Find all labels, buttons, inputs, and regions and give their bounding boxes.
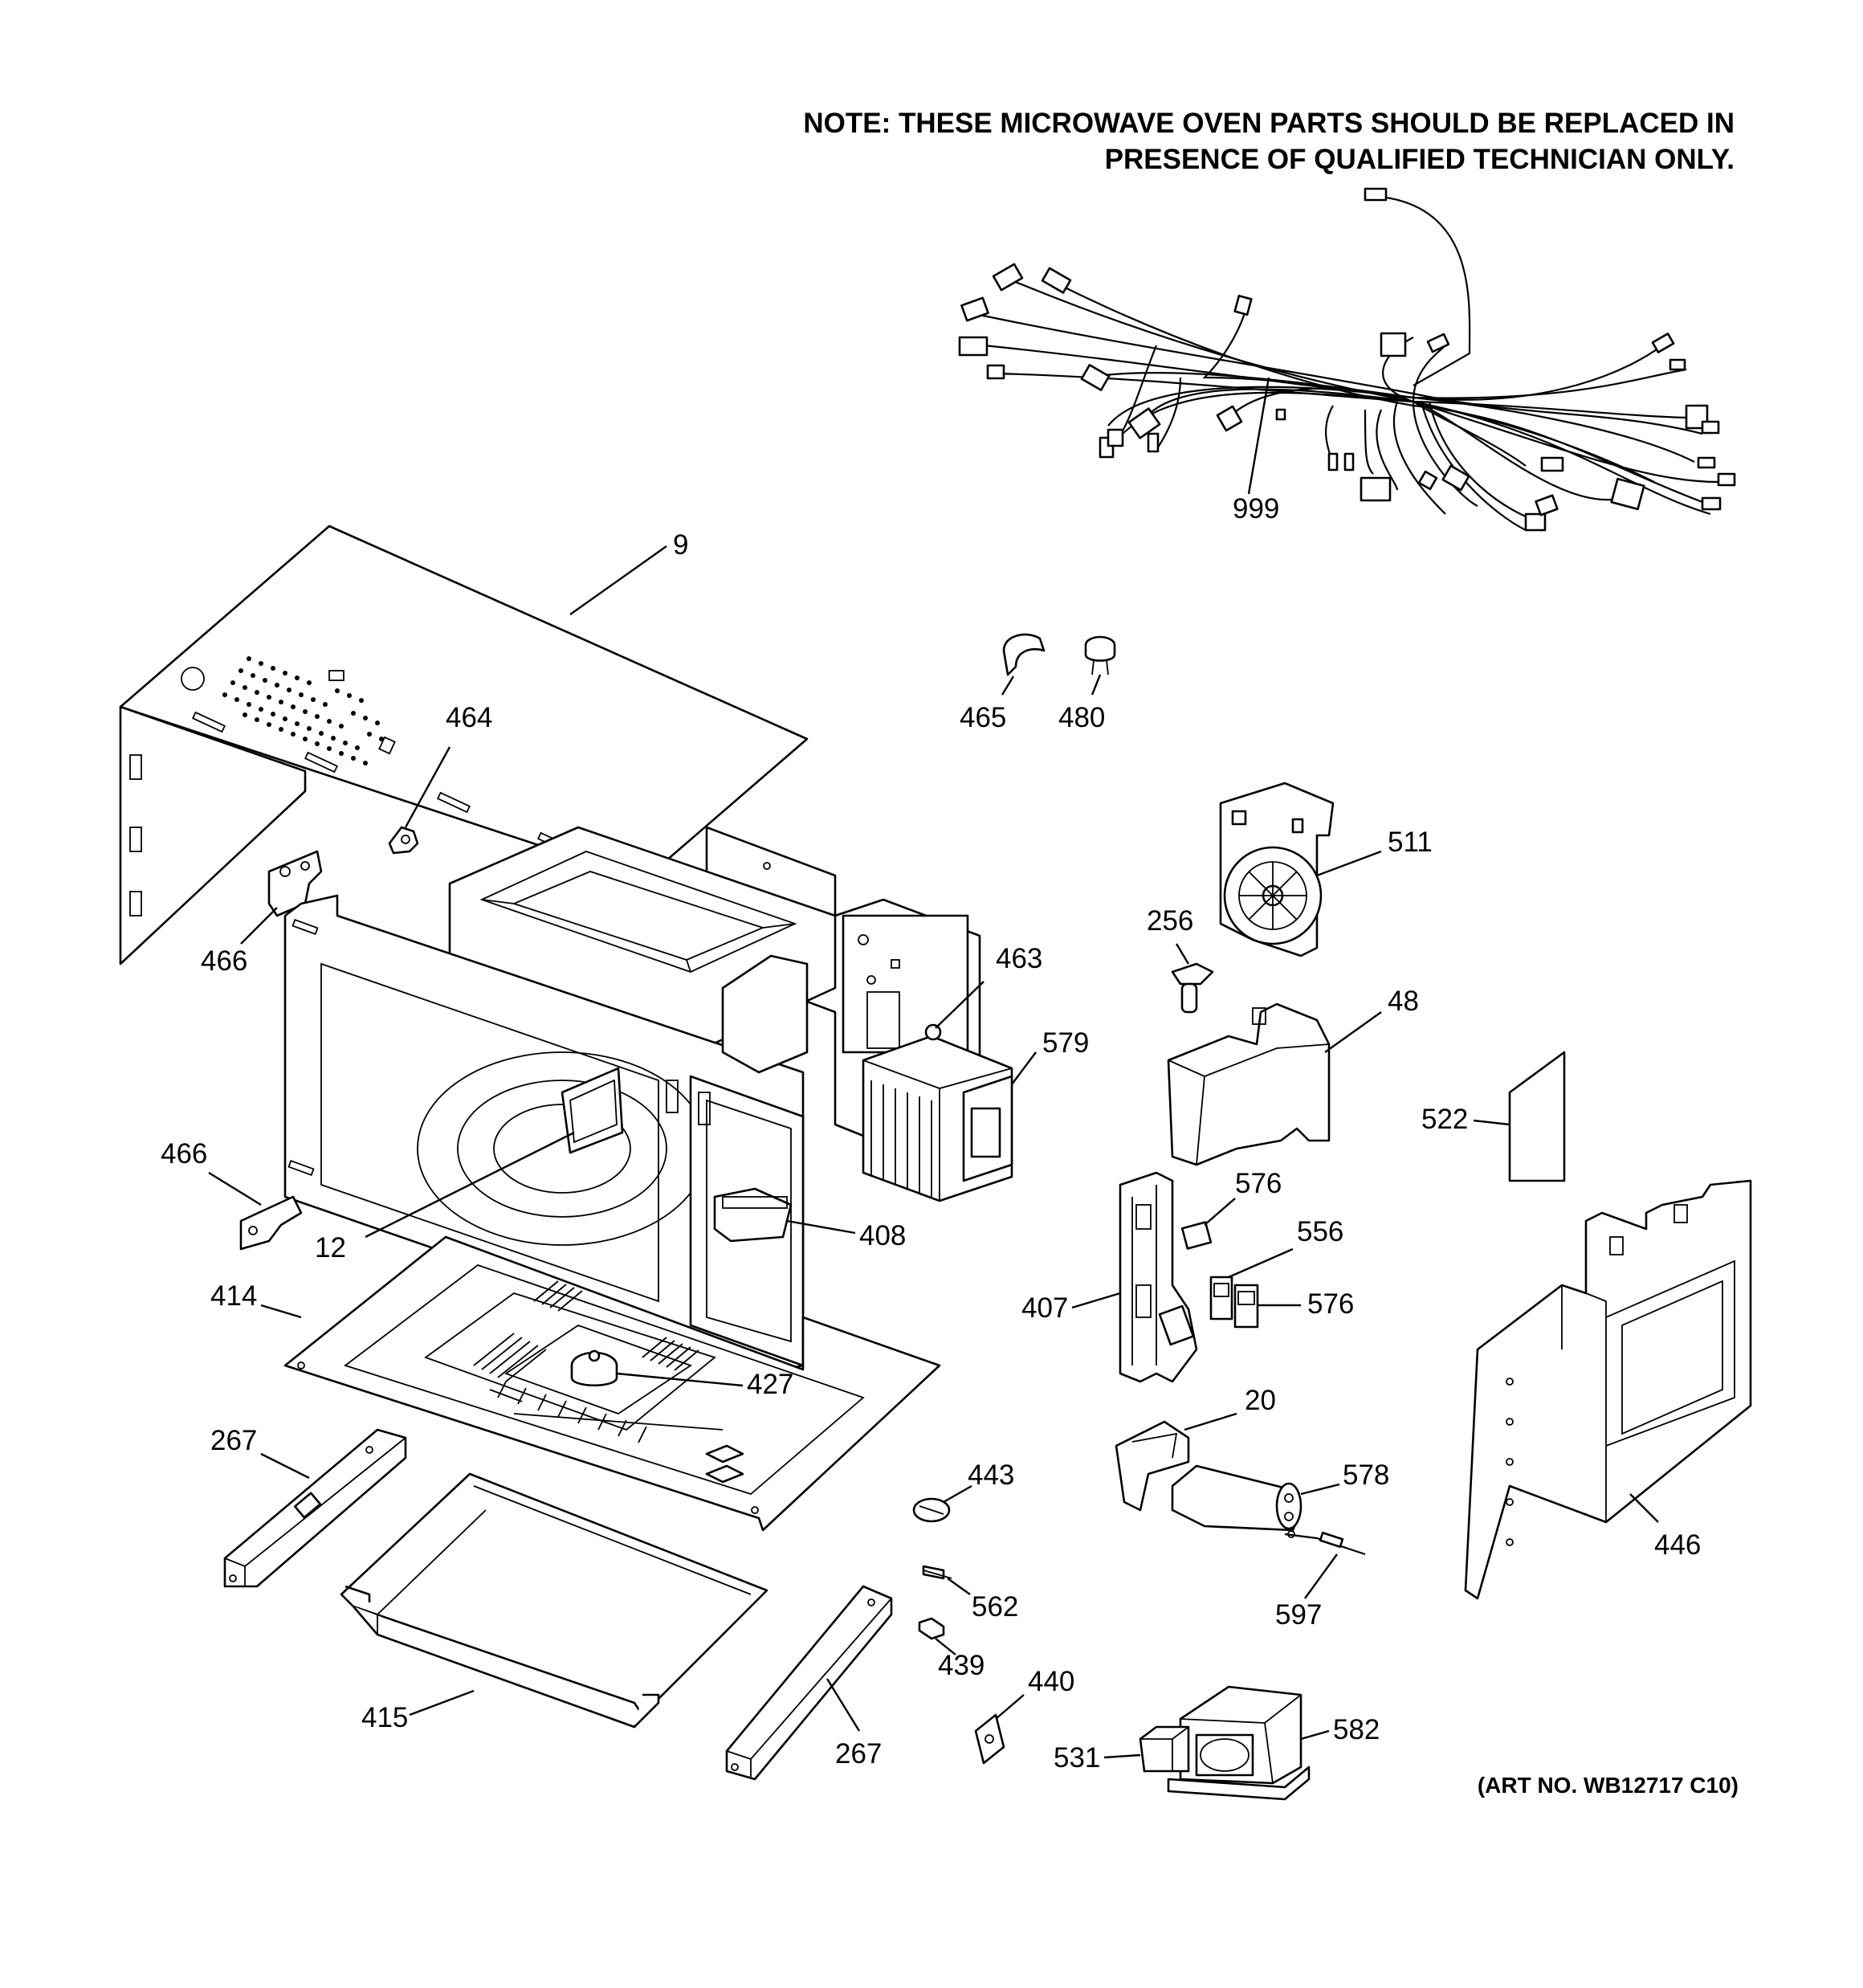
fuse-562: [922, 1565, 952, 1580]
callout-466-lower: 466: [161, 1138, 207, 1170]
art-number: (ART NO. WB12717 C10): [1478, 1773, 1739, 1798]
callout-522: 522: [1421, 1104, 1468, 1135]
hinge-466-upper: [267, 850, 323, 917]
note-line-1: NOTE: THESE MICROWAVE OVEN PARTS SHOULD …: [803, 108, 1735, 139]
switch-board-440: [974, 1713, 1005, 1765]
callout-511: 511: [1388, 827, 1433, 858]
callout-464: 464: [446, 702, 492, 733]
magnetron-579: [862, 1023, 1013, 1202]
callout-48: 48: [1388, 986, 1419, 1017]
callout-408: 408: [859, 1220, 906, 1251]
callout-531: 531: [1054, 1742, 1100, 1774]
callout-576-upper: 576: [1235, 1168, 1282, 1199]
latch-464: [388, 826, 419, 855]
transformer-582: [1167, 1685, 1311, 1801]
base-vents: [473, 1280, 724, 1443]
replacement-note: NOTE: THESE MICROWAVE OVEN PARTS SHOULD …: [803, 108, 1735, 175]
callout-267-left: 267: [210, 1425, 257, 1456]
callout-20: 20: [1245, 1385, 1276, 1416]
callout-480: 480: [1058, 702, 1105, 733]
callout-562: 562: [972, 1591, 1018, 1623]
switch-bracket-408: [713, 1187, 793, 1243]
callout-466-upper: 466: [201, 945, 247, 977]
callout-440: 440: [1028, 1666, 1074, 1697]
callout-463: 463: [996, 943, 1042, 974]
callout-256: 256: [1147, 905, 1193, 937]
vent-holes: [222, 656, 384, 765]
fuse-holder-256: [1171, 962, 1214, 1014]
base-plate-414: [283, 1235, 941, 1532]
callout-999: 999: [1233, 493, 1279, 525]
callout-443: 443: [968, 1459, 1014, 1491]
callout-414: 414: [210, 1280, 257, 1312]
thermal-cutout-443: [912, 1497, 951, 1523]
switch-576-lower: [1233, 1284, 1259, 1329]
rail-267-left: [223, 1428, 407, 1588]
callout-12: 12: [315, 1232, 346, 1263]
capacitor-cover-20: [1115, 1420, 1190, 1512]
note-line-2: PRESENCE OF QUALIFIED TECHNICIAN ONLY.: [1105, 144, 1735, 175]
callout-407: 407: [1021, 1292, 1068, 1324]
air-duct-48: [1167, 1002, 1331, 1166]
callout-9: 9: [673, 529, 688, 561]
interlock-bracket-407: [1119, 1171, 1198, 1383]
panel-522: [1508, 1051, 1566, 1182]
clip-465: [1002, 633, 1046, 676]
rail-267-right: [725, 1585, 893, 1781]
callout-578: 578: [1343, 1459, 1389, 1491]
fan-assembly-511: [1219, 782, 1335, 957]
capacitor-578: [1171, 1464, 1302, 1532]
thermal-protector-531: [1139, 1725, 1190, 1773]
callout-556: 556: [1297, 1216, 1343, 1247]
callout-415: 415: [361, 1702, 408, 1733]
side-panel-446: [1464, 1179, 1752, 1600]
switch-576-upper: [1180, 1221, 1213, 1250]
callout-576-lower: 576: [1307, 1288, 1354, 1320]
callout-446: 446: [1654, 1529, 1701, 1561]
wire-harness-999: [958, 187, 1736, 532]
callout-582: 582: [1333, 1714, 1380, 1745]
callout-579: 579: [1042, 1027, 1089, 1059]
hinge-466-lower: [239, 1195, 303, 1251]
callout-597: 597: [1275, 1599, 1322, 1631]
callout-439: 439: [938, 1650, 984, 1681]
callout-465: 465: [960, 702, 1006, 733]
callout-267-right: 267: [835, 1738, 882, 1770]
diode-597: [1284, 1530, 1366, 1556]
clip-439: [918, 1617, 945, 1640]
switch-556: [1209, 1276, 1233, 1321]
bottom-tray-415: [340, 1472, 768, 1729]
stirrer-motor-427: [570, 1349, 618, 1387]
thermostat-480: [1084, 635, 1116, 676]
callout-427: 427: [747, 1369, 793, 1400]
